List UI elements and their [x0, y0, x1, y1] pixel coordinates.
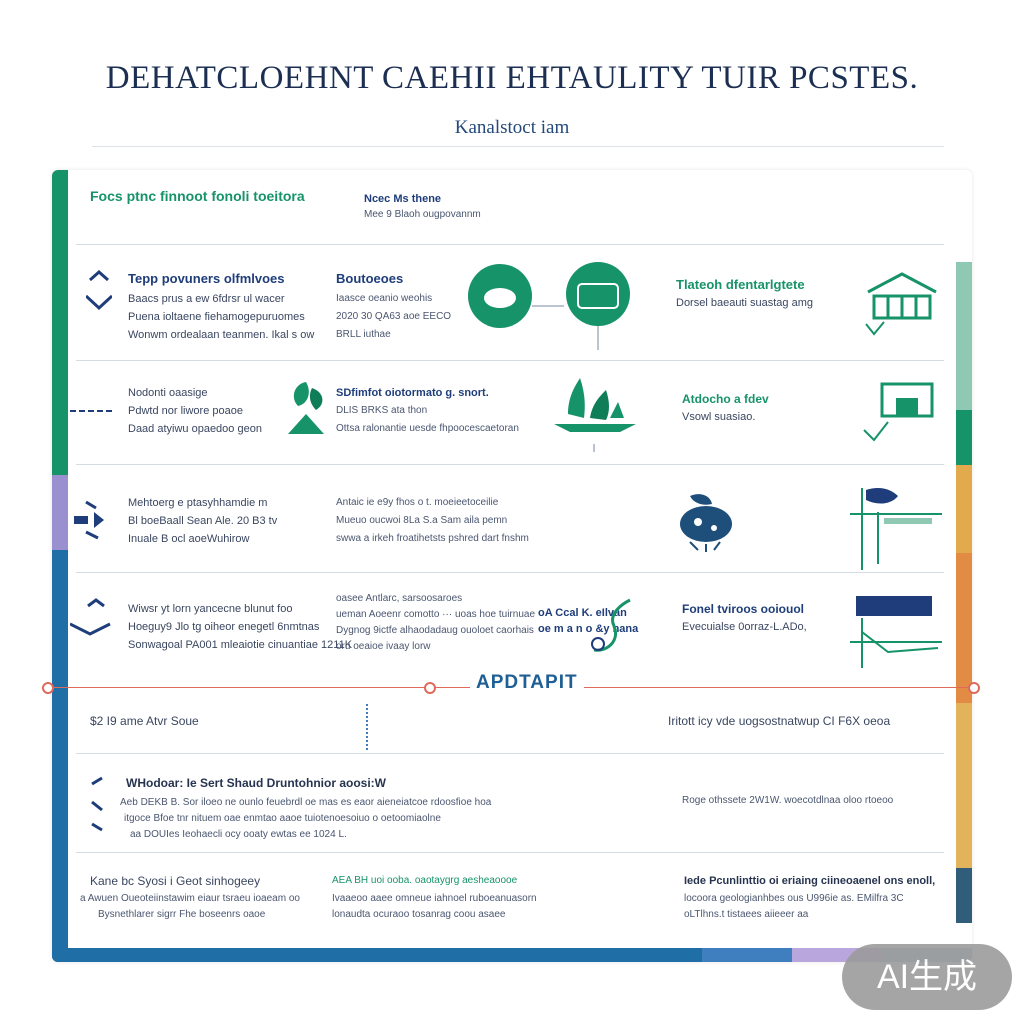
section-right-subtitle: Mee 9 Blaoh ougpovannm [364, 209, 481, 220]
row3-line: Bl boeBaall Sean Ale. 20 B3 tv [128, 515, 278, 527]
crowd-icon [850, 596, 942, 668]
divider-node-right [968, 682, 980, 694]
swirl-icon [591, 598, 631, 652]
mushroom-icon [680, 494, 732, 552]
lower-row3-right-line: oLTlhns.t tistaees aiieeer aa [684, 909, 809, 920]
vertical-dotted-marker [366, 704, 370, 750]
bottom-bar-blue [52, 948, 702, 962]
lower-row3-right-heading: Iede Pcunlinttio oi eriaing ciineoaenel … [684, 875, 936, 887]
lower-row3-mid: Ivaaeoo aaee omneue iahnoel ruboeanuasor… [332, 893, 537, 904]
row4-right-heading: Fonel tviroos ooiouol [682, 602, 804, 616]
lower-right-text: Iritott icy vde uogsostnatwup CI F6X oeo… [668, 714, 891, 728]
divider-node-left [42, 682, 54, 694]
lower-row3-line: Bysnethlarer sigrr Fhe boseenrs oaoe [98, 909, 266, 920]
left-bar-blue [52, 550, 68, 962]
row1-right-heading: Tlateoh dfentarlgtete [676, 277, 805, 292]
arrow-marker-icon [74, 500, 104, 540]
row4-line: Wiwsr yt lorn yancecne blunut foo [128, 603, 293, 615]
lower-row2-line: itgoce Bfoe tnr nituem oae enmtao aaoe t… [124, 813, 441, 824]
row2-right-sub: Vsowl suasiao. [682, 411, 756, 423]
row1-right-sub: Dorsel baeauti suastag amg [676, 297, 813, 309]
lower-row2-heading: WHodoar: Ie Sert Shaud Druntohnior aoosi… [126, 776, 386, 790]
section-right-title: Ncec Ms thene [364, 193, 442, 205]
row3-mid-line: Mueuo oucwoi 8La S.a Sam aila pemn [336, 515, 508, 526]
lower-row2-line: aa DOUIes Ieohaecli ocy ooaty ewtas ee 1… [130, 829, 347, 840]
section-heading: Focs ptnc finnoot fonoli toeitora [90, 188, 305, 204]
left-bar-green [52, 170, 68, 475]
row-divider [76, 244, 944, 245]
row4-mid-line: oru oeaioe ivaay lorw [336, 641, 431, 652]
right-bar-green [956, 410, 972, 465]
right-bar-slate [956, 868, 972, 923]
structure-icon [850, 488, 942, 570]
page-title: DEHATCLOEHNT CAEHII EHTAULITY TUIR PCSTE… [105, 60, 919, 96]
row2-mid-line: DLIS BRKS ata thon [336, 405, 428, 416]
row3-mid-line: Antaic ie e9y fhos o t. moeieetoceilie [336, 497, 499, 508]
chevron-marker-icon [70, 598, 111, 636]
row4-mid-line: ueman Aoeenr comotto ··· uoas hoe tuirnu… [336, 609, 536, 620]
row2-mid-heading: SDfimfot oiotormato g. snort. [336, 387, 489, 399]
row1-mid-line: 2020 30 QA63 aoe EECO [336, 311, 452, 322]
row2-line: Nodonti oaasige [128, 387, 208, 399]
row2-mid-line: Ottsa ralonantie uesde fhpoocescaetoran [336, 423, 519, 434]
lower-row2-right: Roge othssete 2W1W. woecotdlnaa oloo rto… [682, 795, 894, 806]
row3-mid-line: swwa a irkeh froatihetsts pshred dart fn… [336, 533, 529, 544]
row-divider [76, 572, 944, 573]
row4-mid-line: oasee Antlarc, sarsoosaroes [336, 593, 463, 604]
row-divider [76, 464, 944, 465]
row-divider [76, 753, 944, 754]
right-bar-mint [956, 262, 972, 410]
lower-row3-mid: AEA BH uoi ooba. oaotaygrg aesheaoooe [332, 875, 518, 886]
machine-icon [863, 382, 934, 442]
row4-mid-line: Dygnog 9ictfe alhaodadaug ouoloet caorha… [336, 625, 534, 636]
row4-midright-line: oA Ccal K. eIlvan [538, 607, 627, 619]
row1-line: Puena ioltaene fiehamogepuruomes [128, 311, 305, 323]
plant-icon [288, 382, 324, 434]
row1-line: Wonwm ordealaan teanmen. Ikal s ow [128, 329, 315, 341]
row1-mid-heading: Boutoeoes [336, 271, 404, 286]
right-bar-gold [956, 703, 972, 868]
row-divider [76, 852, 944, 853]
divider-node-center [424, 682, 436, 694]
row4-line: Sonwagoal PA001 mleaiotie cinuantiae 121… [128, 639, 353, 651]
row2-line: Pdwtd nor liwore poaoe [128, 405, 243, 417]
right-bar-amber [956, 465, 972, 553]
lower-row3-line: a Awuen Oueoteiinstawim eiaur tsraeu ioa… [80, 893, 300, 904]
right-bar-orange [956, 553, 972, 703]
lower-row2-line: Aeb DEKB B. Sor iloeo ne ounlo feuebrdl … [120, 797, 492, 808]
triple-marker-icon [91, 776, 103, 832]
lower-row3-mid: lonaudta ocuraoo tosanrag coou asaee [332, 909, 506, 920]
row1-line: Baacs prus a ew 6fdrsr ul wacer [128, 293, 285, 305]
chevron-marker-icon [86, 269, 112, 311]
landscape-icon [554, 378, 636, 452]
lower-left-text: $2 I9 ame Atvr Soue [90, 714, 199, 728]
lower-row3-heading: Kane bc Syosi i Geot sinhogeey [90, 874, 261, 888]
row1-mid-line: Iaasce oeanio weohis [336, 293, 433, 304]
dashed-connector [70, 410, 112, 412]
bottom-bar-mid [702, 948, 792, 962]
row3-line: Mehtoerg e ptasyhhamdie m [128, 497, 268, 509]
row1-mid-line: BRLL iuthae [336, 329, 391, 340]
row1-heading: Tepp povuners olfmlvoes [128, 271, 285, 286]
divider-label: APDTAPIT [470, 672, 584, 694]
row4-line: Hoeguy9 Jlo tg oiheor enegetl 6nmtnas [128, 621, 320, 633]
row2-right-heading: Atdocho a fdev [682, 392, 769, 406]
row2-line: Daad atyiwu opaedoo geon [128, 423, 262, 435]
page-subtitle: Kanalstoct iam [454, 117, 570, 138]
row3-line: Inuale B ocl aoeWuhirow [128, 533, 250, 545]
row-divider [76, 360, 944, 361]
ai-generated-badge: AI生成 [842, 944, 1012, 1010]
building-icon [865, 272, 937, 336]
process-circles-icon [468, 262, 630, 350]
top-divider [92, 146, 944, 147]
left-bar-lavender [52, 475, 68, 550]
row4-right-sub: Evecuialse 0orraz-L.ADo, [682, 621, 807, 633]
lower-row3-right-line: locoora geologianhbes ous U996ie as. EMi… [684, 893, 904, 904]
